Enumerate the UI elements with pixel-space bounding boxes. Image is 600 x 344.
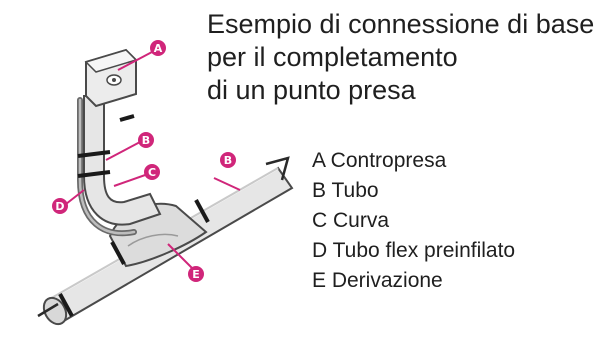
- callout-b-main-marker: B: [220, 152, 236, 168]
- callouts: [65, 51, 241, 271]
- callout-b-vertical-label: B: [142, 134, 150, 147]
- title-line-3: di un punto presa: [207, 75, 416, 105]
- legend-item-b: B Tubo: [312, 179, 379, 202]
- title-line-2: per il completamento: [207, 42, 458, 72]
- callout-a-marker: A: [150, 40, 166, 56]
- pipe-end-arrow-right: [265, 156, 290, 181]
- callout-c-marker: C: [144, 164, 160, 180]
- callout-e-marker: E: [188, 266, 204, 282]
- callout-d-label: D: [55, 200, 64, 213]
- riser-pipe: [77, 95, 162, 237]
- callout-d-marker: D: [52, 198, 68, 214]
- pipe-end-arrow-left: [37, 302, 59, 318]
- callout-b-main-label: B: [224, 154, 232, 167]
- legend-item-e: E Derivazione: [312, 269, 443, 292]
- legend-item-d: D Tubo flex preinfilato: [312, 239, 516, 262]
- socket-box: [84, 48, 138, 108]
- callout-b-vertical-marker: B: [138, 132, 154, 148]
- callout-e-label: E: [192, 268, 200, 281]
- title-line-1: Esempio di connessione di base: [207, 9, 595, 39]
- legend-item-a: A Contropresa: [312, 149, 447, 172]
- junction-diagram: A B C D B E: [37, 40, 294, 326]
- legend-list: A Contropresa B Tubo C Curva D Tubo flex…: [312, 146, 515, 296]
- callout-a-label: A: [154, 42, 163, 55]
- pipe-clamps: [58, 114, 210, 317]
- callout-c-label: C: [148, 166, 156, 179]
- diagram-title: Esempio di connessione di base per il co…: [207, 8, 597, 107]
- legend-item-c: C Curva: [312, 209, 390, 232]
